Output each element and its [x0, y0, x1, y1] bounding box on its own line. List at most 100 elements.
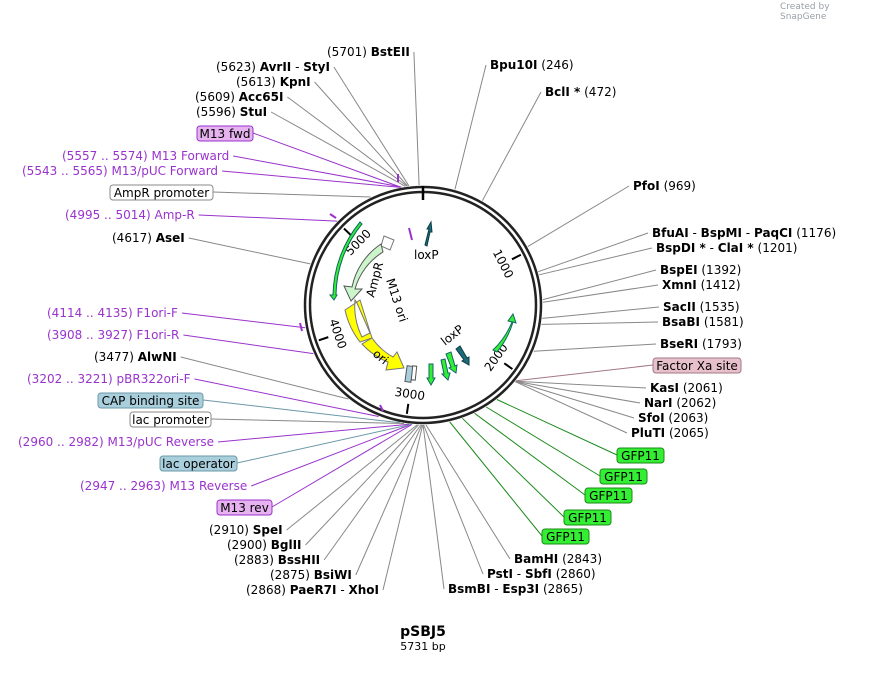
feature-box[interactable]: M13 rev	[216, 499, 273, 516]
primer-leader-line	[198, 214, 338, 222]
enzyme-site-label[interactable]: PstI - SbfI (2860)	[487, 567, 596, 581]
primer-name: Amp-R	[155, 208, 195, 222]
enzyme-site-label[interactable]: (5613) KpnI	[236, 75, 311, 89]
enzyme-site-label[interactable]: XmnI (1412)	[662, 278, 741, 292]
separator: -	[746, 226, 750, 240]
enzyme-leader-line	[527, 185, 630, 248]
feature-box[interactable]: CAP binding site	[97, 392, 204, 409]
feature-box-leader	[449, 421, 543, 537]
separator: -	[340, 583, 344, 597]
primer-label[interactable]: (3908 .. 3927) F1ori-R	[47, 328, 179, 342]
site-position: (3477)	[94, 350, 134, 364]
site-position: (1392)	[701, 263, 741, 277]
enzyme-site-label[interactable]: BfuAI - BspMI - PaqCI (1176)	[652, 226, 836, 240]
tick-label-1000: 1000	[490, 247, 516, 281]
enzyme-leader-line	[333, 66, 410, 187]
primer-position: (3202 .. 3221)	[27, 372, 113, 386]
feature-box[interactable]: GFP11	[616, 447, 665, 464]
feature-box[interactable]: GFP11	[599, 468, 648, 485]
site-position: (1412)	[701, 278, 741, 292]
enzyme-name: PaeR7I	[290, 583, 337, 597]
feature-box-leader	[516, 364, 654, 382]
primer-label[interactable]: (2947 .. 2963) M13 Reverse	[80, 479, 247, 493]
feature-box[interactable]: Factor Xa site	[652, 357, 742, 374]
brand-text: Created by SnapGene	[780, 2, 830, 22]
enzyme-site-label[interactable]: (5701) BstEII	[327, 45, 410, 59]
enzyme-site-label[interactable]: (2910) SpeI	[209, 523, 283, 537]
primer-label[interactable]: (5557 .. 5574) M13 Forward	[62, 149, 229, 163]
primer-label[interactable]: (4114 .. 4135) F1ori-F	[47, 306, 178, 320]
site-position: (1535)	[700, 300, 740, 314]
feature-box-bg	[109, 184, 214, 201]
feature-box-bg	[541, 528, 590, 545]
lac-promoter-mark	[410, 365, 418, 381]
enzyme-name: StuI	[240, 105, 267, 119]
enzyme-site-label[interactable]: (2900) BglII	[227, 538, 302, 552]
enzyme-site-label[interactable]: (5623) AvrII - StyI	[216, 60, 330, 74]
enzyme-site-label[interactable]: PfoI (969)	[633, 179, 696, 193]
primer-position: (2947 .. 2963)	[80, 479, 166, 493]
enzyme-site-label[interactable]: (4617) AseI	[112, 231, 185, 245]
enzyme-name: BspMI	[701, 226, 742, 240]
enzyme-leader-line	[481, 91, 542, 201]
loxp-label-right: loxP	[438, 322, 466, 348]
primer-label[interactable]: (5543 .. 5565) M13/pUC Forward	[22, 164, 218, 178]
feature-box[interactable]: GFP11	[584, 487, 633, 504]
enzyme-name: ClaI *	[718, 241, 755, 255]
primer-label[interactable]: (2960 .. 2982) M13/pUC Reverse	[18, 435, 214, 449]
feature-box[interactable]: GFP11	[541, 528, 590, 545]
enzyme-site-label[interactable]: KasI (2061)	[650, 381, 723, 395]
enzyme-site-label[interactable]: NarI (2062)	[644, 396, 716, 410]
primer-name: F1ori-F	[137, 306, 178, 320]
enzyme-site-label[interactable]: SacII (1535)	[663, 300, 740, 314]
primer-position: (4114 .. 4135)	[47, 306, 133, 320]
feature-box[interactable]: M13 fwd	[196, 125, 254, 142]
enzyme-site-label[interactable]: BsaBI (1581)	[662, 315, 744, 329]
site-position: (2868)	[246, 583, 286, 597]
enzyme-site-label[interactable]: BsmBI - Esp3I (2865)	[448, 582, 583, 596]
primer-label[interactable]: (3202 .. 3221) pBR322ori-F	[27, 372, 191, 386]
enzyme-site-label[interactable]: BamHI (2843)	[514, 552, 602, 566]
enzyme-site-label[interactable]: (2883) BssHII	[234, 553, 320, 567]
feature-box[interactable]: lac promoter	[129, 411, 212, 428]
feature-box[interactable]: GFP11	[563, 509, 612, 526]
enzyme-site-label[interactable]: (2875) BsiWI	[270, 568, 352, 582]
site-position: (5596)	[196, 105, 236, 119]
loxp-arrow-top	[424, 220, 433, 247]
primer-mark-inner	[408, 227, 413, 241]
tick-3000	[405, 403, 410, 414]
feature-box-leader	[202, 399, 401, 424]
enzyme-site-label[interactable]: BseRI (1793)	[660, 337, 742, 351]
enzyme-site-label[interactable]: (3477) AlwNI	[94, 350, 177, 364]
enzyme-site-label[interactable]: BspEI (1392)	[660, 263, 741, 277]
enzyme-site-label[interactable]: BspDI * - ClaI * (1201)	[656, 241, 797, 255]
feature-box[interactable]: AmpR promoter	[109, 184, 214, 201]
site-position: (2900)	[227, 538, 267, 552]
site-position: (2860)	[556, 567, 596, 581]
primer-label[interactable]: (4995 .. 5014) Amp-R	[65, 208, 195, 222]
site-position: (1793)	[702, 337, 742, 351]
enzyme-site-label[interactable]: SfoI (2063)	[638, 411, 708, 425]
enzyme-leader-line	[422, 424, 445, 590]
feature-box-leader	[462, 417, 565, 518]
enzyme-site-label[interactable]: (2868) PaeR7I - XhoI	[246, 583, 379, 597]
enzyme-site-label[interactable]: BclI * (472)	[545, 85, 616, 99]
enzyme-site-label[interactable]: (5609) Acc65I	[195, 90, 283, 104]
enzyme-site-label[interactable]: Bpu10I (246)	[490, 58, 574, 72]
feature-arrows	[299, 174, 517, 412]
plasmid-name: pSBJ5	[400, 624, 446, 640]
plasmid-backbone	[303, 185, 543, 425]
site-position: (1201)	[758, 241, 798, 255]
separator: -	[517, 567, 521, 581]
enzyme-site-label[interactable]: (5596) StuI	[196, 105, 267, 119]
primer-leader-line	[251, 423, 412, 487]
separator: -	[295, 60, 299, 74]
enzyme-name: BseRI	[660, 337, 698, 351]
enzyme-site-label[interactable]: PluTI (2065)	[631, 426, 709, 440]
primer-name: M13/pUC Reverse	[108, 435, 215, 449]
feature-box-bg	[129, 411, 212, 428]
feature-box[interactable]: lac operator	[159, 455, 238, 472]
enzyme-name: PaqCI	[754, 226, 792, 240]
primer-name: F1ori-R	[137, 328, 180, 342]
